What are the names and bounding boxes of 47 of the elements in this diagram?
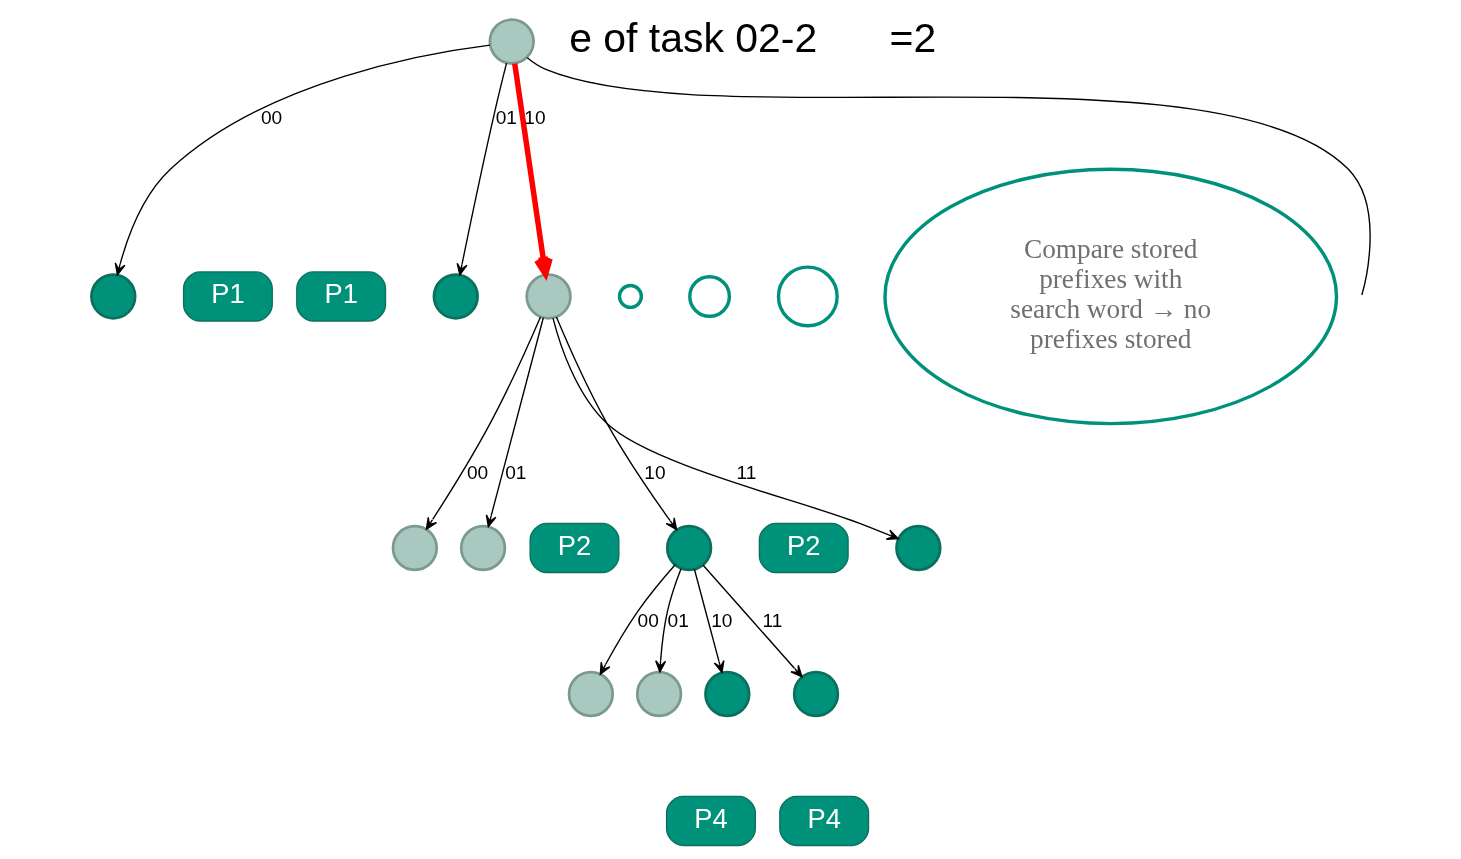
node-box: P2 [758,522,849,574]
node-circle [635,670,682,718]
arrow [114,44,491,276]
arrow [425,316,541,530]
node-circle [776,265,839,328]
edge-label: 10 [710,610,732,632]
connector [526,57,1371,296]
arrow [485,317,544,528]
node-circle [567,670,614,718]
edge-label: 01 [495,107,517,129]
node-box: P4 [665,795,756,847]
node-circle [665,524,712,572]
node-box: P1 [182,271,273,322]
arrow [599,564,676,675]
node-circle [432,273,479,320]
edge-label: 00 [260,107,282,129]
node-circle [703,670,750,718]
arrow [456,62,507,276]
arrow [693,568,725,674]
node-circle [617,283,643,310]
edge-label: 01 [667,610,689,632]
arrow [551,317,899,540]
node-circle [792,670,839,718]
node-circle [687,274,731,318]
node-circle [89,273,136,320]
node-box: P1 [295,271,386,322]
edge-label: 00 [466,461,488,483]
node-box: P4 [778,795,869,847]
node-circle [488,18,535,65]
edge-label: 10 [523,107,546,129]
edge-label: 10 [643,461,666,483]
node-box: P2 [528,522,619,574]
node-ellipse: Compare stored prefixes with search word → no prefixes stored [882,167,1338,426]
node-circle [391,524,438,572]
arrow [511,63,553,278]
edge-label: 11 [761,610,782,632]
label: e of task 02-2 [568,14,817,61]
arrow [702,564,803,678]
node-circle [894,524,942,572]
label: =2 [889,14,936,61]
node-circle [459,524,506,572]
arrow [555,316,677,531]
edge-label: 01 [504,461,526,483]
edge-label: 00 [637,610,659,632]
node-circle [524,273,572,320]
arrow [654,568,682,673]
edge-label: 11 [736,461,756,483]
